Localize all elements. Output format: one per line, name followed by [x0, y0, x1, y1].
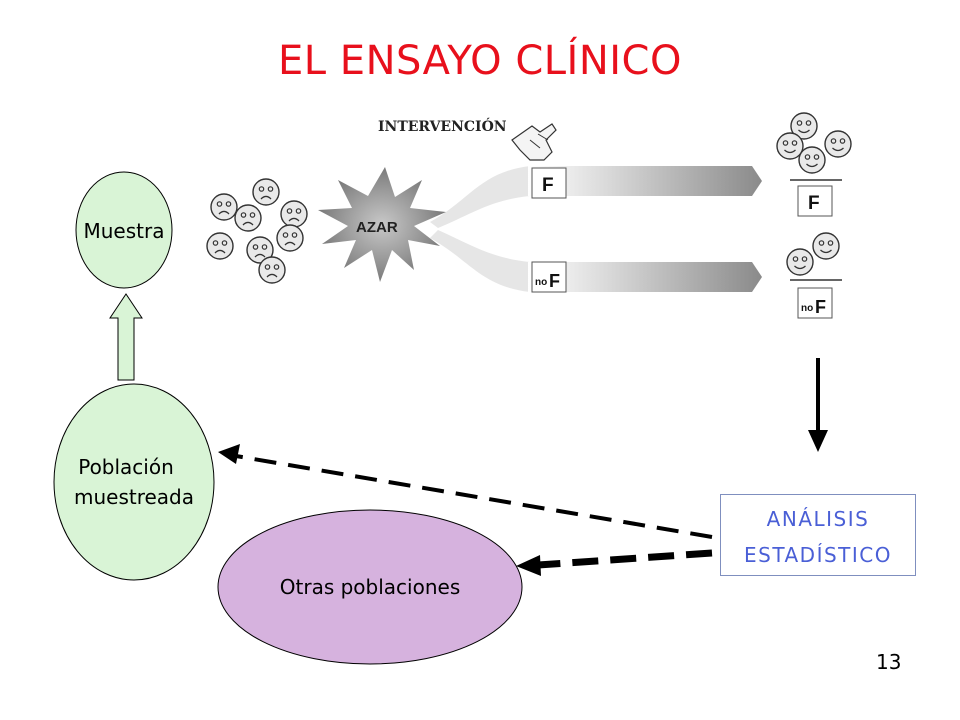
arm-bottom	[528, 262, 762, 292]
dashed-arrow-head-otras	[516, 555, 541, 576]
slide-title: EL ENSAYO CLÍNICO	[278, 38, 682, 84]
happy-faces-top	[776, 112, 852, 174]
azar-starburst	[318, 167, 446, 282]
pointing-hand-icon	[511, 123, 557, 161]
dashed-arrow-head-poblacion	[218, 444, 240, 464]
happy-faces-bottom	[786, 232, 840, 276]
arm-f-box	[531, 167, 567, 199]
analisis-line2: ESTADÍSTICO	[744, 543, 892, 567]
intervencion-label: INTERVENCIÓN	[378, 117, 507, 135]
otras-poblaciones-label: Otras poblaciones	[279, 575, 461, 599]
azar-label: AZAR	[356, 219, 398, 236]
down-arrow-head	[808, 430, 828, 452]
poblacion-label: Población muestreada	[54, 452, 214, 512]
dashed-arrow-to-poblacion	[235, 454, 713, 539]
arm-branch-bottom	[430, 230, 530, 292]
arm-f-label: F	[542, 175, 554, 196]
dashed-arrow-to-otras	[537, 549, 713, 569]
poblacion-label-line1: Población	[78, 455, 174, 479]
poblacion-label-line2: muestreada	[73, 485, 195, 509]
arm-nof-box	[531, 261, 567, 293]
muestra-label: Muestra	[83, 219, 165, 243]
poblacion-ellipse	[53, 383, 215, 581]
up-arrow	[109, 293, 143, 381]
arm-nof-letter: F	[549, 271, 560, 291]
result-nof-letter: F	[815, 297, 826, 317]
otras-poblaciones-ellipse	[217, 509, 523, 665]
arm-top	[528, 166, 762, 196]
analisis-line1: ANÁLISIS	[766, 507, 870, 531]
page-number: 13	[876, 650, 902, 674]
analisis-estadistico-box: ANÁLISIS ESTADÍSTICO	[720, 494, 916, 576]
arm-branch-top	[430, 166, 530, 228]
result-nof-box	[797, 287, 833, 319]
arm-nof-prefix: no	[535, 277, 547, 288]
result-nof-prefix: no	[801, 303, 813, 314]
sad-faces-cluster	[206, 178, 308, 284]
result-f-label: F	[808, 193, 820, 214]
muestra-ellipse	[75, 171, 173, 289]
result-f-box	[797, 185, 833, 217]
